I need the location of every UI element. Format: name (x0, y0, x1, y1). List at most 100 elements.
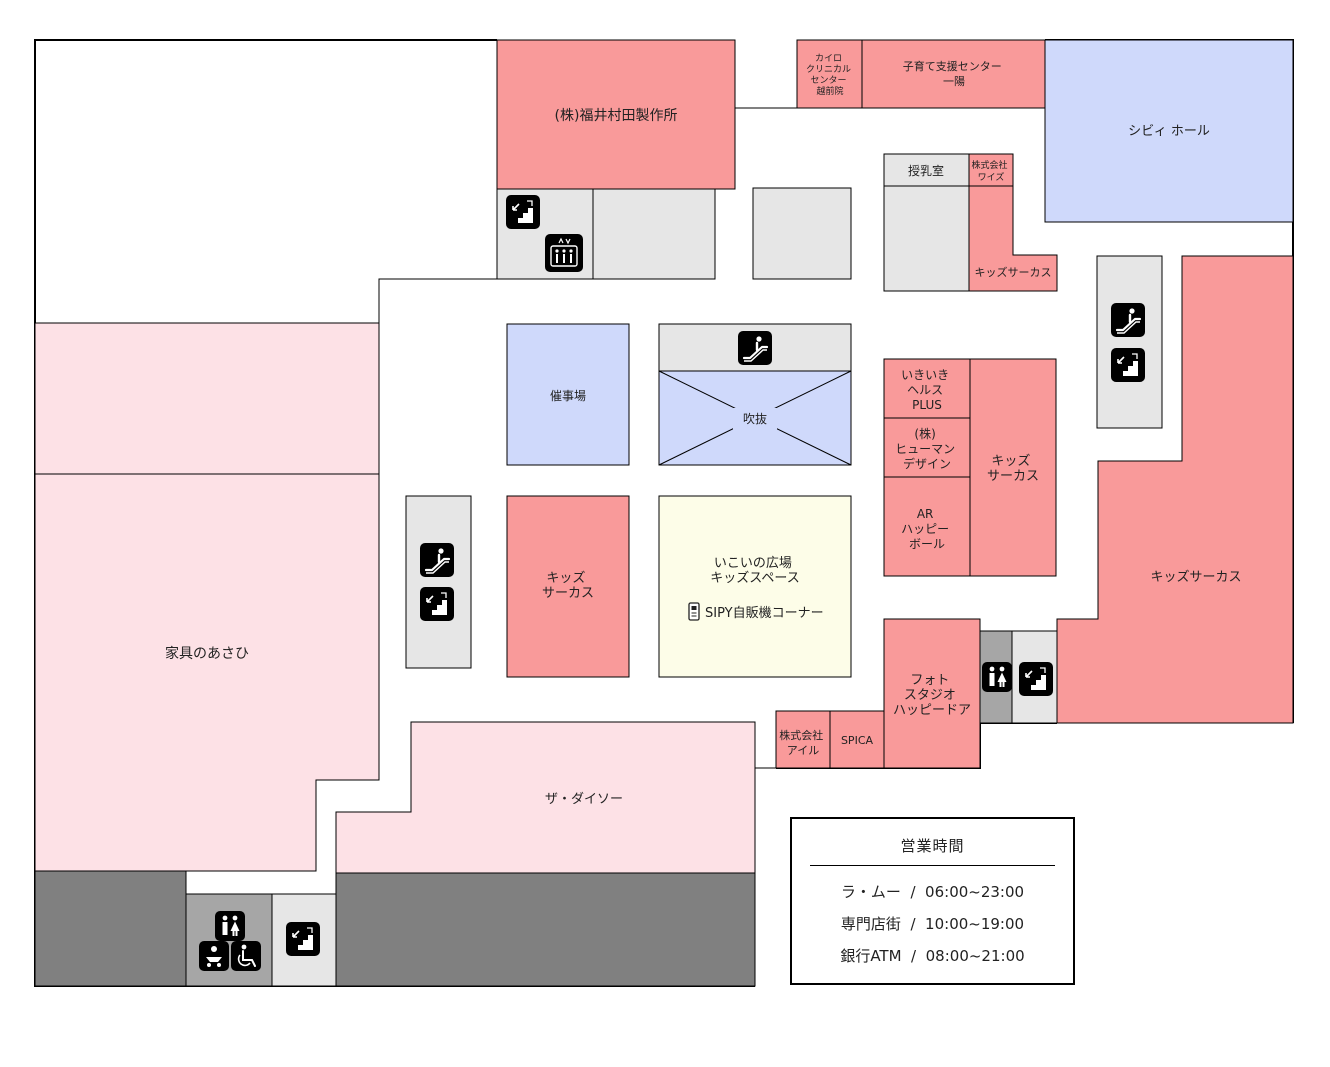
facility-box (592, 188, 716, 280)
nursing-room[interactable] (883, 153, 970, 187)
hours-row: 専門店街 / 10:00~19:00 (840, 915, 1025, 933)
store-childcare-label: 子育て支援センター 一陽 (903, 59, 1006, 88)
store-kids-circus-mid-label: キッズ サーカス (987, 453, 1039, 484)
store-fukui[interactable] (496, 39, 736, 190)
store-childcare[interactable] (861, 39, 1046, 109)
store-civic-hall-label: シビィ ホール (1128, 124, 1210, 139)
store-kids-circus-top-label: キッズサーカス (975, 265, 1052, 279)
store-event-space[interactable] (506, 323, 630, 466)
chiro-line-3: センター (811, 75, 847, 86)
store-human-design-label: (株) ヒューマン デザイン (895, 426, 959, 471)
store-chiropractic-label: カイロ クリニカル センター 越前院 (806, 53, 854, 97)
baby-care-icon (199, 941, 229, 971)
plaza-label: いこいの広場 キッズスペース (710, 556, 799, 586)
ar-line-3: ボール (909, 537, 945, 551)
hours-row: ラ・ムー / 06:00~23:00 (840, 883, 1025, 901)
hours-divider (810, 865, 1055, 866)
store-aile-label: 株式会社 アイル (779, 728, 827, 757)
stairs-icon (285, 921, 321, 957)
store-wise[interactable] (968, 153, 1014, 187)
kcc-line-2: サーカス (542, 586, 594, 601)
ar-line-1: AR (917, 507, 934, 521)
store-kids-circus-right-label: キッズサーカス (1150, 569, 1241, 585)
store-kids-circus-mid[interactable] (969, 358, 1057, 577)
photo-line-3: ハッピードア (893, 703, 971, 718)
hours-row: 銀行ATM / 08:00~21:00 (840, 947, 1025, 965)
stairs-icon (1110, 347, 1146, 383)
wise-line-1: 株式会社 (972, 159, 1008, 171)
store-civic-hall[interactable] (1044, 39, 1294, 223)
store-fukui-label: (株)福井村田製作所 (555, 108, 678, 124)
restroom-icon (215, 911, 245, 941)
back-area-right (335, 872, 756, 987)
ikiiki-line-3: PLUS (912, 398, 942, 412)
vending-label: SIPY自販機コーナー (705, 606, 824, 621)
hours-list: ラ・ムー / 06:00~23:00 専門店街 / 10:00~19:00 銀行… (792, 881, 1073, 977)
atrium-label-bg (733, 408, 777, 430)
escalator-icon (736, 329, 774, 367)
store-aile[interactable] (775, 710, 831, 769)
elevator-icon (545, 234, 583, 272)
kcmid-line-2: サーカス (987, 469, 1039, 484)
store-ar-happy-label: AR ハッピー ボール (901, 507, 953, 551)
store-daiso-label: ザ・ダイソー (545, 792, 623, 807)
store-photo-studio[interactable] (883, 618, 981, 769)
human-line-3: デザイン (903, 456, 951, 471)
stairs-icon (505, 194, 541, 230)
nursing-room-lower (883, 185, 970, 292)
ikiiki-line-2: ヘルス (907, 383, 943, 397)
plaza-line-2: キッズスペース (710, 570, 799, 586)
ar-line-2: ハッピー (901, 522, 949, 536)
store-chiropractic[interactable] (796, 39, 863, 109)
facility-box-center (752, 187, 852, 280)
kcc-line-1: キッズ (546, 570, 585, 586)
childcare-line-1: 子育て支援センター (903, 59, 1002, 73)
back-area-left (34, 870, 187, 987)
stairs-icon (1018, 661, 1054, 697)
chiro-line-1: カイロ (815, 53, 842, 64)
store-wise-label: 株式会社 ワイズ (972, 159, 1011, 183)
inner-wall (378, 278, 497, 323)
ikiiki-line-1: いきいき (901, 368, 949, 382)
plaza[interactable] (658, 495, 852, 678)
store-photo-studio-label: フォト スタジオ ハッピードア (893, 673, 971, 718)
aile-line-2: アイル (787, 744, 819, 757)
store-ikiiki-label: いきいき ヘルス PLUS (901, 368, 953, 412)
stairs-icon (419, 586, 455, 622)
store-furniture[interactable] (34, 322, 380, 872)
restroom-icon (982, 662, 1012, 692)
vending-machine-icon (688, 602, 700, 621)
store-event-space-label: 催事場 (550, 389, 586, 403)
human-line-2: ヒューマン (895, 442, 955, 456)
photo-line-2: スタジオ (904, 688, 956, 703)
hours-title: 営業時間 (900, 837, 965, 855)
business-hours-panel: 営業時間 ラ・ムー / 06:00~23:00 専門店街 / 10:00~19:… (790, 817, 1075, 985)
escalator-icon (418, 541, 456, 579)
store-kids-circus-center-label: キッズ サーカス (542, 570, 594, 601)
store-daiso[interactable] (335, 721, 756, 874)
aile-line-1: 株式会社 (779, 728, 823, 742)
plaza-line-1: いこいの広場 (714, 556, 792, 571)
wheelchair-icon (231, 941, 261, 971)
store-kids-circus-center[interactable] (506, 495, 630, 678)
store-human-design[interactable] (883, 417, 971, 478)
escalator-area-left (405, 495, 472, 669)
childcare-line-2: 一陽 (943, 75, 965, 88)
escalator-icon (1109, 301, 1147, 339)
chiro-line-2: クリニカル (806, 64, 851, 75)
atrium-label: 吹抜 (743, 412, 767, 426)
escalator-area-right (1096, 255, 1163, 429)
wise-line-2: ワイズ (978, 171, 1005, 183)
store-kids-circus-top[interactable] (968, 185, 1058, 292)
store-furniture-label: 家具のあさひ (165, 645, 249, 662)
human-line-1: (株) (914, 426, 935, 441)
store-spica-label: SPICA (841, 734, 874, 747)
store-ikiiki[interactable] (883, 358, 971, 419)
store-kids-circus-right[interactable] (1056, 255, 1294, 724)
chiro-line-4: 越前院 (816, 85, 843, 97)
photo-line-1: フォト (910, 673, 949, 688)
store-spica[interactable] (829, 710, 885, 769)
kcmid-line-1: キッズ (991, 453, 1030, 469)
nursing-room-label: 授乳室 (908, 163, 944, 178)
